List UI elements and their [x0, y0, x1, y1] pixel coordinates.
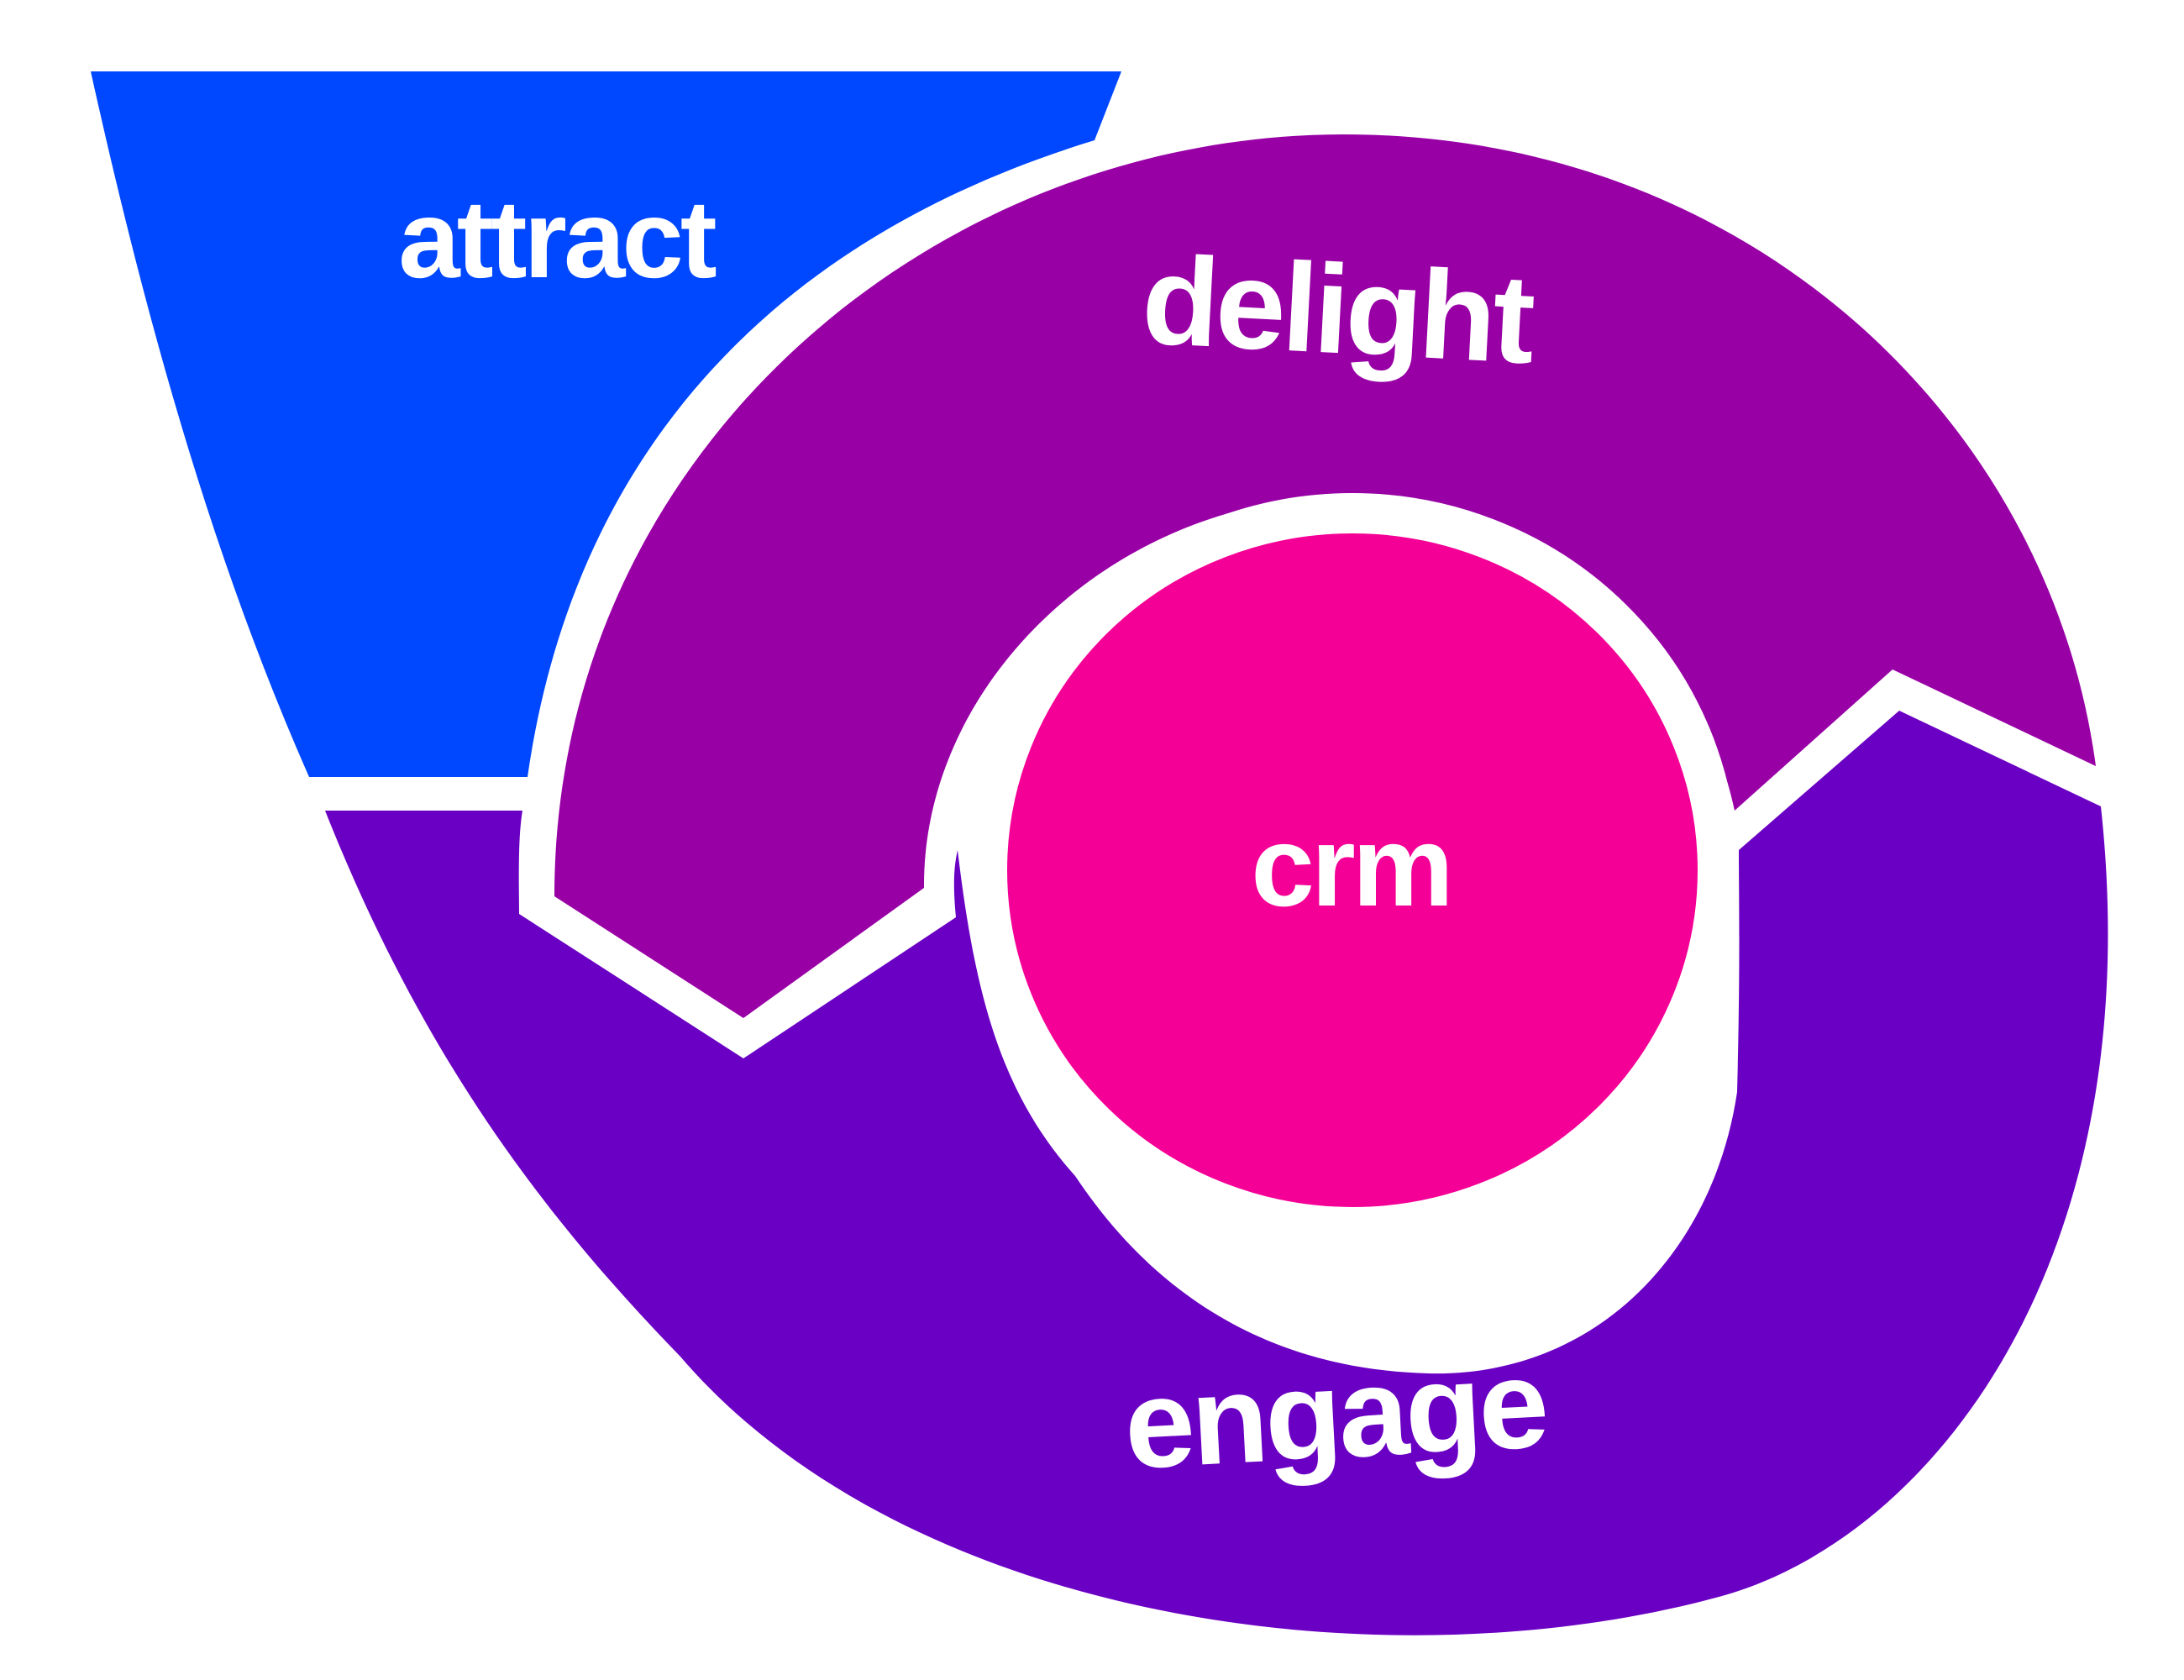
- attract-label: attract: [398, 177, 717, 301]
- crm-label: crm: [1251, 802, 1451, 930]
- attract-segment: [91, 71, 1121, 777]
- delight-label: delight: [1139, 228, 1538, 390]
- engage-segment: [325, 711, 2108, 1635]
- delight-segment: [554, 134, 2096, 1018]
- engage-label: engage: [1121, 1332, 1548, 1495]
- crm-circle: [967, 493, 1738, 1247]
